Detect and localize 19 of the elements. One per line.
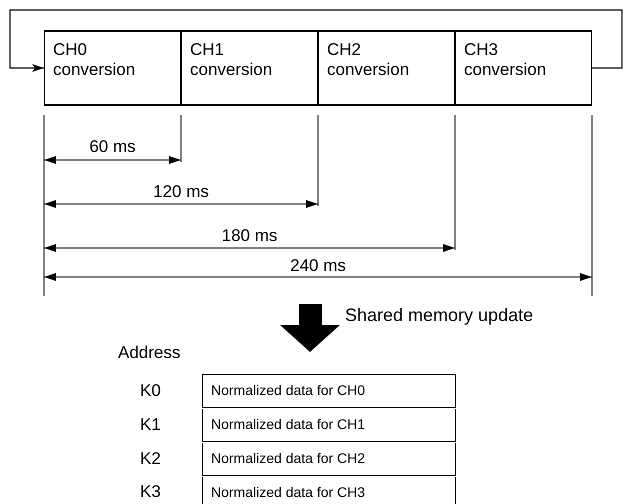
dimension-label: 60 ms: [88, 136, 137, 158]
update-label: Shared memory update: [345, 304, 534, 326]
memory-cell: Normalized data for CH2: [202, 443, 456, 476]
address-label: K0: [140, 380, 162, 402]
memory-cell: Normalized data for CH0: [202, 374, 456, 408]
conversion-box: CH0 conversion: [44, 30, 181, 106]
dimension-label: 120 ms: [152, 181, 210, 202]
memory-cell: Normalized data for CH3: [202, 477, 456, 504]
column-heading: Address: [118, 342, 182, 364]
conversion-box: CH1 conversion: [181, 30, 318, 106]
address-label: K3: [140, 481, 162, 502]
dimension-label: 240 ms: [289, 255, 347, 276]
conversion-box: CH3 conversion: [455, 30, 592, 106]
address-label: K1: [140, 414, 162, 436]
loop-arrow: [9, 9, 623, 72]
conversion-box: CH2 conversion: [318, 30, 455, 106]
memory-cell: Normalized data for CH1: [202, 409, 456, 442]
dimension-label: 180 ms: [220, 225, 278, 246]
address-label: K2: [140, 448, 162, 470]
